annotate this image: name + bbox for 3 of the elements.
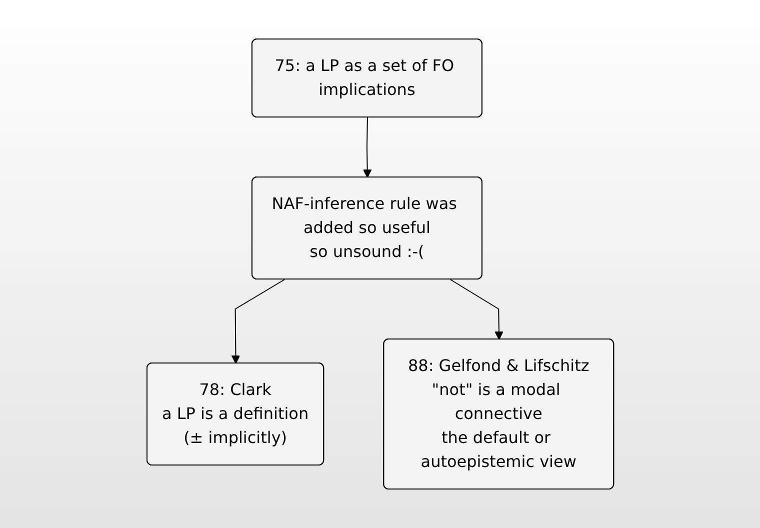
arrow <box>450 279 504 340</box>
arrow <box>231 279 285 364</box>
arrow <box>362 117 372 178</box>
